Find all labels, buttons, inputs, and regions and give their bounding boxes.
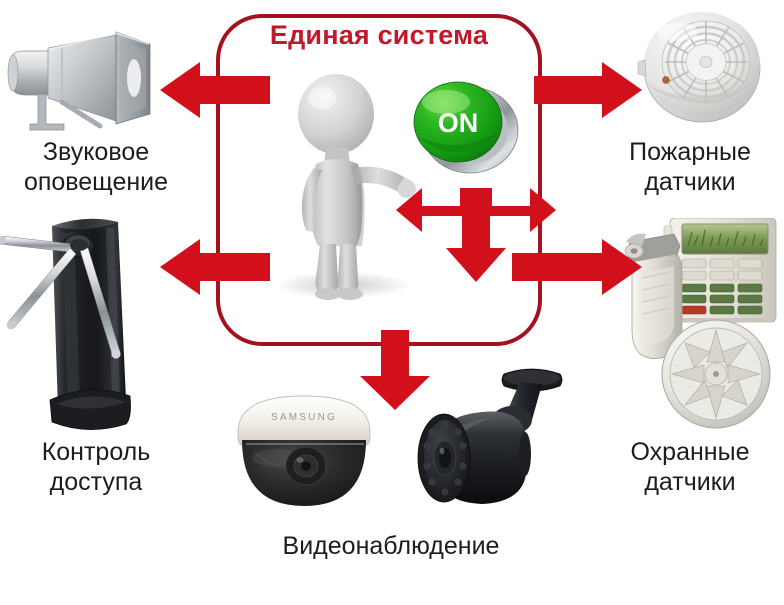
page-title: Единая система: [269, 20, 489, 50]
arrow-down-bottom: [356, 330, 434, 412]
label-audio-notification: Звуковое оповещение: [2, 138, 190, 197]
on-button-label: ON: [438, 108, 479, 138]
turnstile-icon: [0, 214, 172, 436]
label-fire-line2: датчики: [644, 167, 736, 196]
arrow-left-top: [158, 60, 270, 120]
camera-brand-label: SAMSUNG: [271, 412, 337, 423]
bullet-camera-icon: [408, 362, 578, 510]
dome-camera-icon: SAMSUNG: [228, 388, 380, 514]
label-access-line1: Контроль: [41, 438, 151, 466]
label-access-control: Контроль доступа: [2, 438, 190, 497]
label-audio-line1: Звуковое: [42, 138, 150, 166]
label-guard-sensors: Охранные датчики: [598, 438, 782, 497]
label-guard-line1: Охранные: [630, 438, 750, 466]
label-audio-line2: оповещение: [23, 167, 169, 196]
smoke-detector-icon: [636, 8, 766, 130]
alarm-keypad-pir-siren-icon: [612, 217, 784, 438]
arrow-tee-center: [394, 182, 558, 288]
system-frame: [216, 14, 542, 346]
mannequin-figure-icon: [288, 68, 416, 300]
label-guard-line2: датчики: [644, 467, 736, 496]
label-fire-line1: Пожарные: [629, 138, 751, 166]
label-video-line1: Видеонаблюдение: [282, 532, 500, 560]
arrow-right-top: [534, 60, 644, 120]
arrow-right-bottom: [512, 236, 644, 298]
arrow-left-bottom: [158, 236, 270, 298]
label-access-line2: доступа: [49, 467, 143, 496]
label-fire-sensors: Пожарные датчики: [598, 138, 782, 197]
label-video-surveillance: Видеонаблюдение: [226, 532, 556, 562]
horn-loudspeaker-icon: [4, 18, 160, 136]
on-button[interactable]: ON: [404, 78, 526, 176]
